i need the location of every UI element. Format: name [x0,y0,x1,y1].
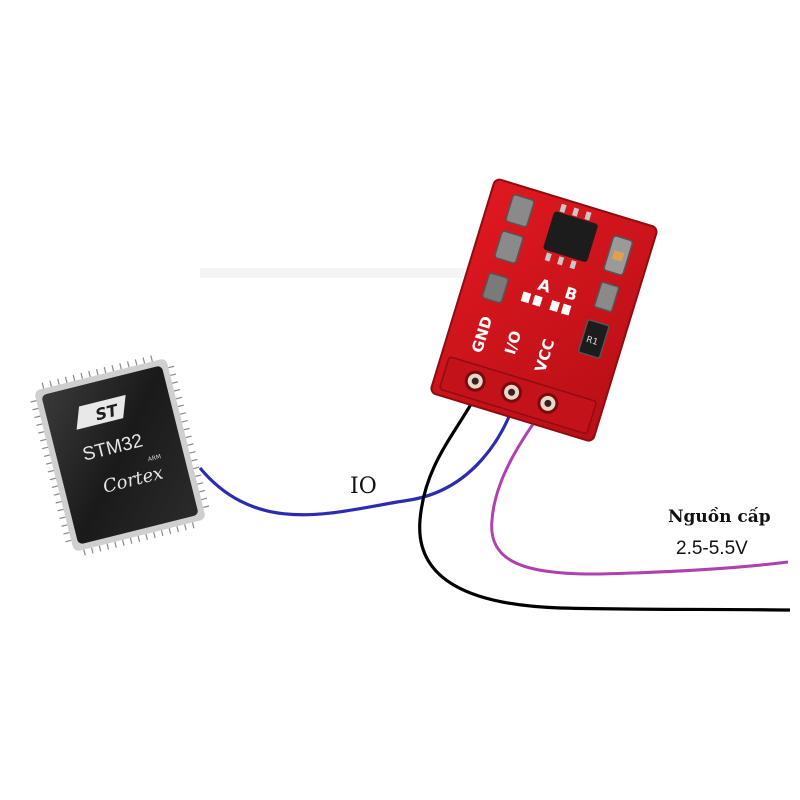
silk-b-label: B [562,283,579,305]
chip-pin-lines [30,355,210,556]
header-holes [464,370,559,414]
capacitor-2 [494,230,524,264]
capacitor-1 [505,194,535,228]
resistor-2 [577,319,610,359]
gnd-wire [418,378,791,612]
resistor-code: R1 [585,335,599,348]
touch-sensor-module: R1 A B GND I/O VCC [430,178,658,442]
power-voltage-range: 2.5-5.5V [676,538,748,559]
ic-pins [544,203,592,270]
chip-core-small: ARM [147,453,162,463]
stm32-chip: ST STM32 ARM Cortex [30,355,210,556]
sensor-ic [543,211,598,262]
io-label: IO [350,474,377,499]
jumper-pads [520,291,572,316]
vcc-wire [490,397,789,576]
power-supply-label: Nguồn cấp [668,507,771,527]
resistor-1 [593,281,620,313]
io-wire [198,387,521,517]
background-shadow [200,268,540,278]
capacitor-3 [481,272,509,304]
st-logo-icon [76,394,126,430]
